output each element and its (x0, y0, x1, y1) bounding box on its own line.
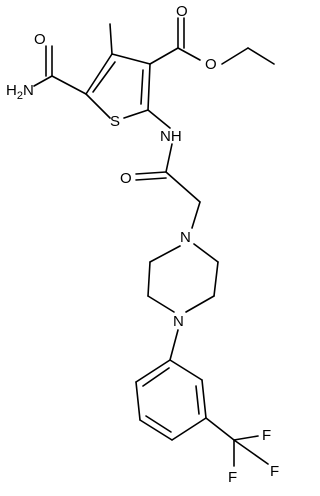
bond-thiophene-s-c5 (85, 93, 111, 119)
bond-cf3-f-top (233, 435, 259, 441)
bond-ester-c-o-single (149, 47, 179, 65)
bond-co-o-2 (135, 177, 167, 181)
atom-f-bottom: F (228, 469, 237, 486)
bond-oether-ch2 (221, 47, 249, 65)
atom-nh-linker: NH (160, 128, 182, 145)
bond-co-ch2 (165, 171, 201, 203)
atom-f-right: F (270, 463, 279, 480)
bond-methyl (109, 23, 113, 55)
bond-thiophene-c4-c3 (111, 53, 151, 65)
bond-pip-6 (149, 245, 181, 263)
bond-co-o-1 (135, 171, 167, 175)
bond-benz-6-inner (142, 367, 170, 387)
atom-o-primary-amide: O (34, 31, 46, 48)
bond-aryl-cf3 (205, 417, 235, 441)
atom-o-ester-ether: O (205, 56, 217, 73)
atom-o-acetamide: O (120, 170, 132, 187)
bond-benz-1 (169, 359, 203, 381)
bond-benz-3 (171, 417, 207, 441)
bond-benz-2 (201, 379, 207, 419)
atom-n-piperazine-top: N (180, 229, 191, 246)
bond-pip-5 (147, 261, 151, 297)
bond-c2-nh (147, 109, 171, 129)
atom-n-piperazine-bottom: N (173, 313, 184, 330)
bond-c5-amide-c (51, 75, 87, 95)
molecule-structure-diagram: O O H2N O S NH O N N F F F (6, 3, 279, 486)
atom-label-group: O O H2N O S NH O N N F F F (6, 3, 279, 486)
bond-thiophene-c3-c2-inner (140, 69, 144, 105)
bond-benz-4 (139, 419, 173, 441)
bond-pip-1 (193, 243, 219, 263)
bond-ch2-ch3 (247, 47, 275, 65)
bond-thiophene-c5-c4 (85, 53, 113, 95)
bond-benz-2-inner (195, 385, 200, 415)
bond-benz-4-inner (145, 415, 172, 433)
bond-n-aryl (169, 329, 179, 361)
bond-benz-5 (135, 381, 141, 421)
bond-pip-3 (185, 295, 215, 313)
bond-amide-c-n (33, 75, 53, 87)
atom-o-ester-carbonyl: O (176, 3, 188, 20)
bond-thiophene-c5-c4-inner (92, 61, 116, 93)
bond-cf3-f-right (233, 439, 269, 465)
bond-thiophene-c2-s (123, 109, 149, 119)
atom-h2n-amide: H2N (6, 82, 34, 102)
bond-benz-6 (135, 359, 171, 383)
bond-pip-2 (213, 261, 219, 297)
atom-f-top: F (262, 427, 271, 444)
bond-pip-4 (147, 295, 175, 313)
bond-ch2-n (191, 201, 201, 229)
bond-thiophene-c3-c2 (147, 63, 151, 111)
bond-ester-c-oether (177, 47, 201, 61)
bond-group (33, 17, 275, 467)
bond-nh-co (165, 143, 173, 173)
atom-s-thiophene: S (110, 113, 120, 130)
